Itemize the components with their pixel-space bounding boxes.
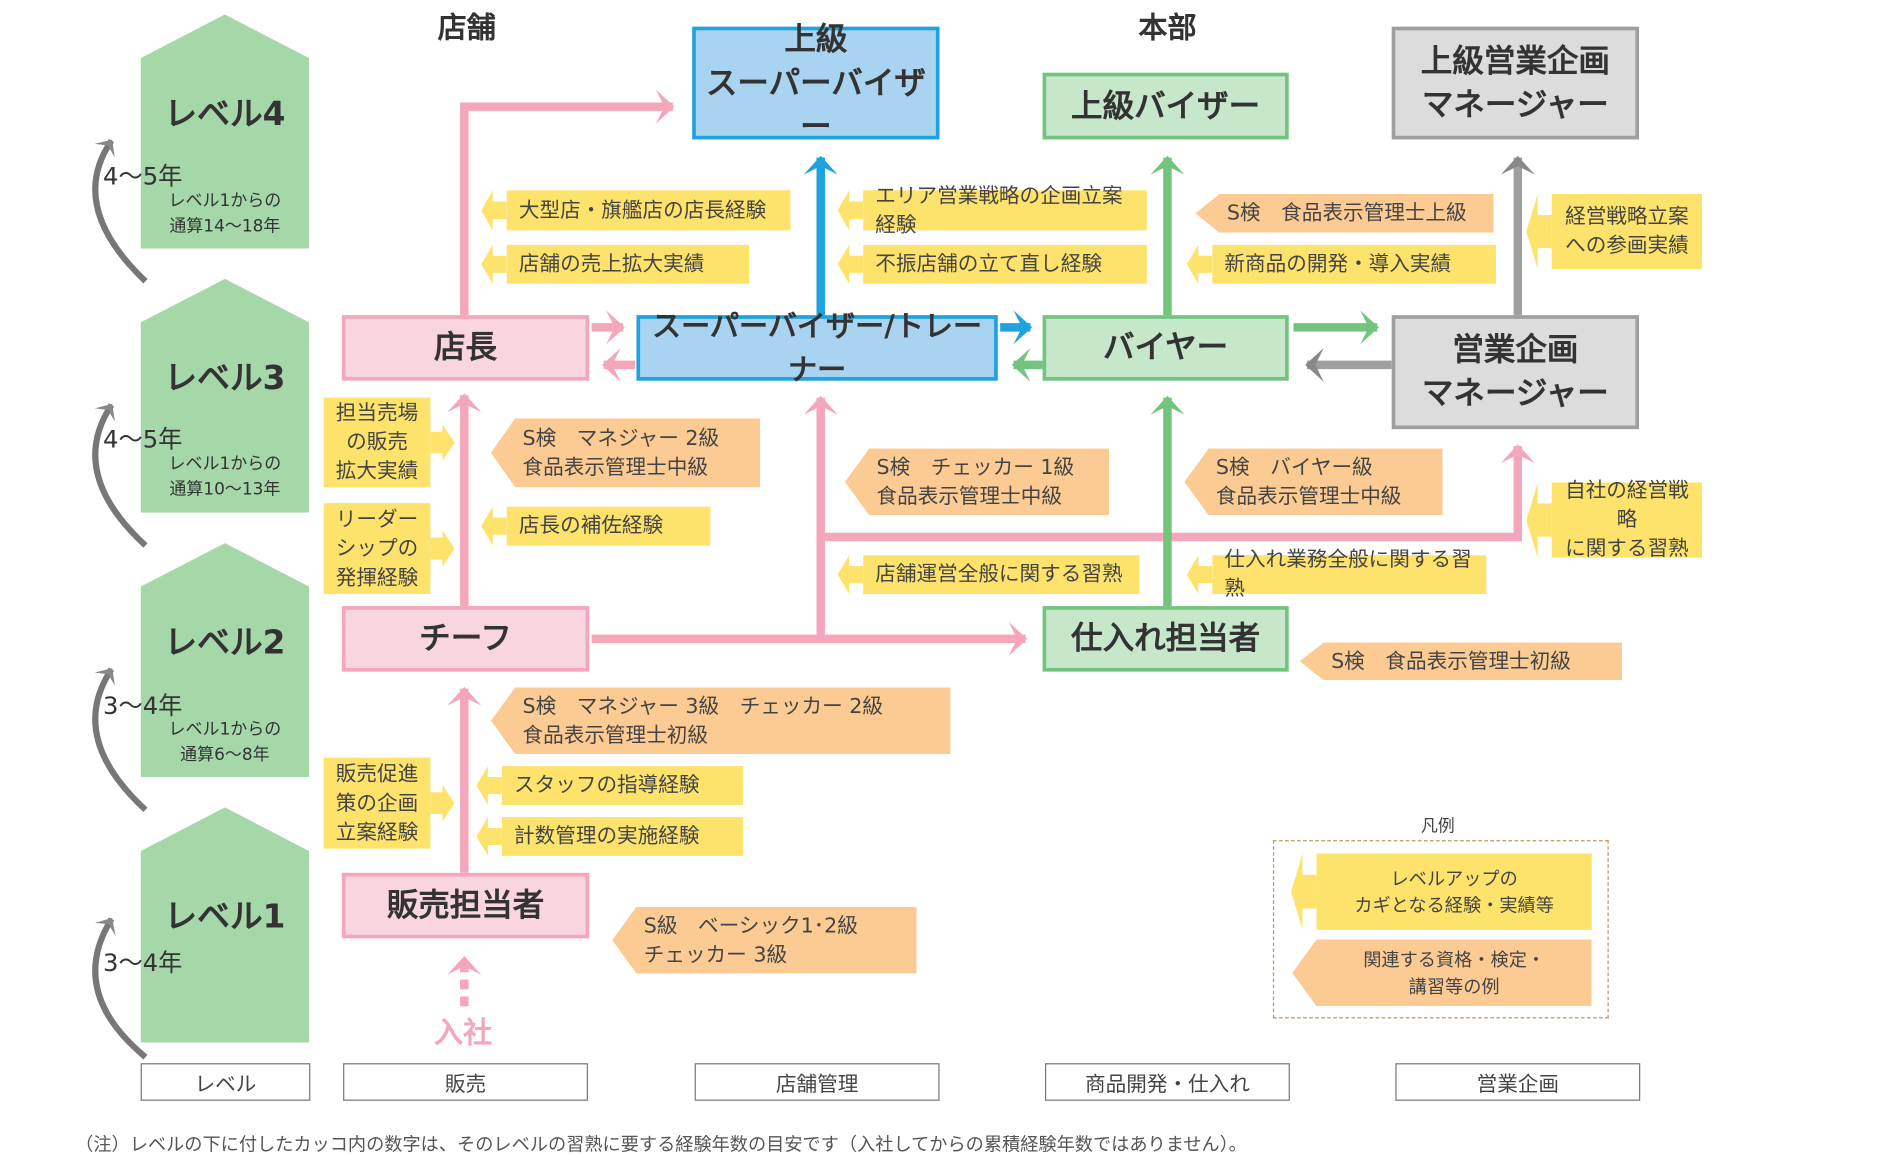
- legend-key-experience: レベルアップの カギとなる経験・実績等: [1316, 853, 1592, 930]
- role-buyer: バイヤー: [1042, 315, 1289, 381]
- arrow-store-manager-to-senior-supervisor: [460, 89, 675, 316]
- qualification-tag: S検 食品表示管理士初級: [1299, 642, 1623, 681]
- level-title: レベル2: [164, 624, 286, 662]
- role-supervisor-trainer: スーパーバイザー/トレーナー: [636, 309, 998, 387]
- qualification-tag: S級 ベーシック1･2級 チェッカー 3級: [612, 906, 917, 974]
- key-experience-tag: 仕入れ業務全般に関する習熟: [1212, 548, 1487, 601]
- key-experience-tag: 大型店・旗艦店の店長経験: [506, 190, 791, 231]
- level-4: レベル4: [140, 14, 310, 249]
- level-years: 3〜4年: [103, 948, 183, 978]
- qualification-tag: S検 マネジャー 3級 チェッカー 2級 食品表示管理士初級: [490, 687, 951, 755]
- level-arrow-1: [92, 917, 148, 1060]
- key-experience-tag: エリア営業戦略の企画立案経験: [863, 184, 1147, 237]
- qualification-tag: S検 マネジャー 2級 食品表示管理士中級: [490, 418, 761, 488]
- level-1: レベル1: [140, 807, 310, 1043]
- key-experience-tag: 店長の補佐経験: [506, 506, 711, 546]
- qualification-tag: S検 チェッカー 1級 食品表示管理士中級: [844, 448, 1110, 516]
- qualification-tag: S検 食品表示管理士上級: [1195, 193, 1494, 233]
- key-experience-tag: 店舗運営全般に関する習熟: [863, 555, 1140, 595]
- level-years: 4〜5年: [103, 161, 183, 191]
- level-2: レベル2: [140, 543, 310, 778]
- role-senior-supervisor: 上級 スーパーバイザー: [692, 21, 940, 145]
- key-experience-tag: 販売促進 策の企画 立案経験: [323, 757, 431, 849]
- role-chief: チーフ: [341, 606, 590, 672]
- category-level: レベル: [140, 1063, 311, 1101]
- key-experience-tag: 担当売場 の販売 拡大実績: [323, 397, 431, 488]
- level-arrow-2: [92, 667, 148, 813]
- level-arrow-3: [92, 403, 148, 548]
- role-purchasing: 仕入れ担当者: [1042, 606, 1289, 672]
- key-experience-tag: リーダー シップの 発揮経験: [323, 503, 431, 595]
- qualification-tag: S検 バイヤー級 食品表示管理士中級: [1184, 448, 1443, 516]
- level-years: 3〜4年: [103, 691, 183, 721]
- legend-title: 凡例: [1420, 817, 1455, 837]
- header-hq: 本部: [1138, 10, 1197, 45]
- legend-box: [1272, 840, 1609, 1019]
- key-experience-tag: 経営戦略立案 への参画実績: [1551, 193, 1703, 270]
- level-cumulative: レベル1からの 通算6〜8年: [168, 720, 282, 765]
- category-sales: 販売: [343, 1063, 588, 1101]
- key-experience-tag: 店舗の売上拡大実績: [506, 244, 750, 284]
- arrow-to-sales-planning-manager: [820, 444, 1535, 542]
- level-title: レベル3: [164, 360, 286, 398]
- role-store-manager: 店長: [341, 315, 590, 381]
- level-title: レベル1: [164, 898, 286, 936]
- level-cumulative: レベル1からの 通算10〜13年: [168, 454, 282, 500]
- legend-qualification: 関連する資格・検定・ 講習等の例: [1292, 939, 1592, 1007]
- key-experience-tag: 不振店舗の立て直し経験: [863, 244, 1147, 284]
- role-sales-staff: 販売担当者: [341, 872, 590, 939]
- footnote: （注）レベルの下に付したカッコ内の数字は、そのレベルの習熟に要する経験年数の目安…: [75, 1133, 1247, 1156]
- key-experience-tag: 自社の経営戦略 に関する習熟: [1551, 479, 1703, 561]
- key-experience-tag: スタッフの指導経験: [501, 766, 744, 805]
- entry-label: 入社: [434, 1015, 493, 1050]
- level-arrow-4: [92, 138, 148, 284]
- level-title: レベル4: [164, 95, 286, 134]
- category-sales-planning: 営業企画: [1395, 1063, 1641, 1101]
- role-senior-buyer: 上級バイザー: [1042, 72, 1289, 140]
- level-years: 4〜5年: [103, 424, 183, 454]
- level-cumulative: レベル1からの 通算14〜18年: [168, 191, 282, 237]
- role-sales-planning-manager: 営業企画 マネージャー: [1391, 315, 1640, 430]
- header-store: 店舗: [437, 10, 496, 45]
- category-store-management: 店舗管理: [694, 1063, 940, 1101]
- role-senior-sales-planning-manager: 上級営業企画 マネージャー: [1391, 26, 1640, 140]
- level-3: レベル3: [140, 278, 310, 513]
- key-experience-tag: 新商品の開発・導入実績: [1212, 244, 1496, 284]
- category-product-purchasing: 商品開発・仕入れ: [1045, 1063, 1290, 1101]
- key-experience-tag: 計数管理の実施経験: [501, 817, 744, 856]
